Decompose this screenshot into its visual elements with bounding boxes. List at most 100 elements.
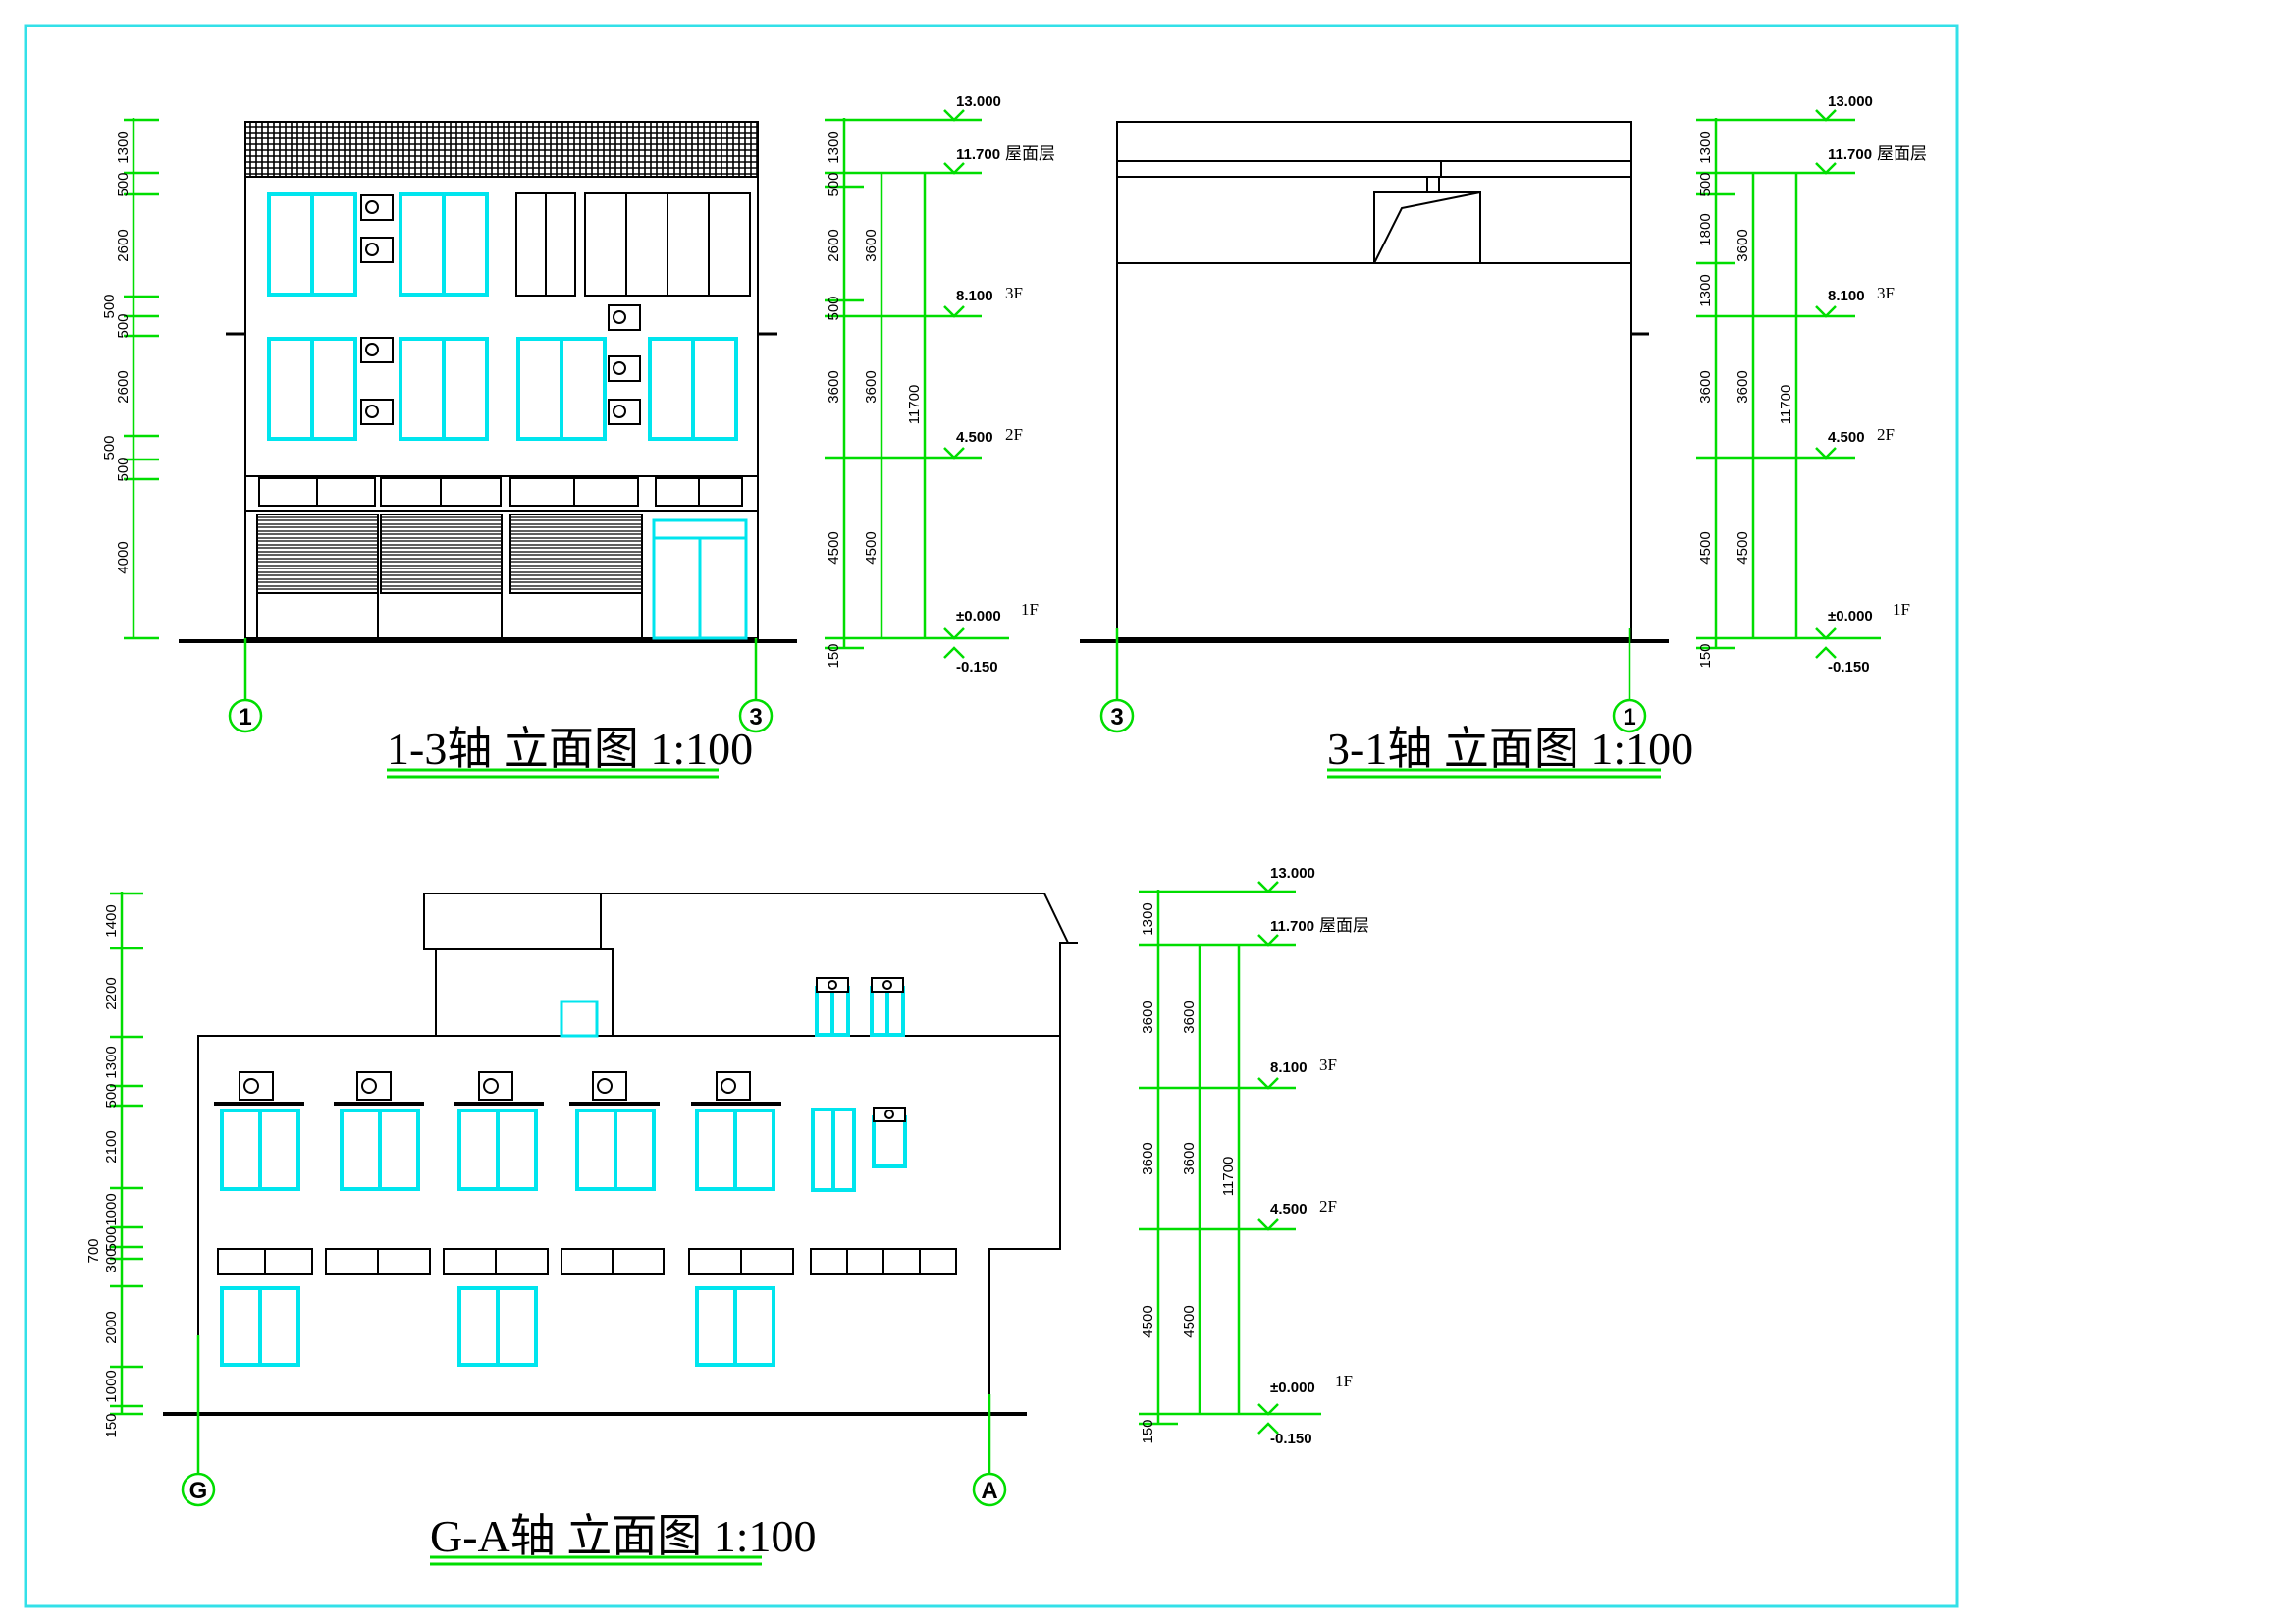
level-label: 屋面层 — [1319, 916, 1369, 935]
side-3f-windows — [220, 1109, 775, 1191]
level-label: 屋面层 — [1877, 144, 1927, 163]
sheet-frame — [24, 24, 1959, 1608]
dimension-value: 1300 — [1697, 274, 1714, 306]
dimension-value: 4500 — [863, 531, 880, 564]
level-label: 3F — [1005, 284, 1023, 302]
level-label: 屋面层 — [1005, 144, 1055, 163]
level-value: -0.150 — [1828, 659, 1870, 676]
level-value: 4.500 — [956, 429, 993, 446]
dimension-value: 4500 — [1735, 531, 1751, 564]
level-value: 13.000 — [1828, 93, 1873, 110]
side-axis-markers — [181, 1335, 1007, 1507]
side-left-dims: 1400 2200 1300 500 2100 1000 500 300 700… — [85, 904, 120, 1437]
dimension-value: 3600 — [1697, 370, 1714, 403]
level-value: ±0.000 — [1270, 1380, 1315, 1396]
back-level-labels: 13.000 11.700 屋面层 8.100 3F 4.500 2F ±0.0… — [1828, 93, 1927, 676]
dimension-value: 2000 — [103, 1311, 120, 1343]
level-value: 11.700 — [956, 146, 1000, 163]
dimension-value: 1300 — [1140, 902, 1156, 935]
dimension-value: 500 — [1697, 172, 1714, 196]
dimension-value: 2600 — [826, 229, 842, 261]
level-label: 1F — [1335, 1372, 1353, 1390]
dimension-value: 150 — [1697, 643, 1714, 668]
dimension-value: 1000 — [103, 1370, 120, 1402]
front-3f-windows — [267, 192, 489, 297]
dimension-value: 11700 — [906, 385, 923, 425]
back-elevation-title: 3-1轴 立面图 1:100 — [1327, 724, 1693, 774]
dimension-value: 3600 — [863, 370, 880, 403]
axis-label: G — [189, 1478, 208, 1504]
dimension-value: 150 — [826, 643, 842, 668]
dimension-value: 4500 — [1140, 1305, 1156, 1337]
level-value: 11.700 — [1828, 146, 1872, 163]
side-elevation: G A G-A轴 立面图 1:100 — [163, 893, 1078, 1566]
side-elevation-title: G-A轴 立面图 1:100 — [430, 1511, 817, 1561]
dimension-value: 1300 — [826, 131, 842, 163]
dimension-value: 500 — [115, 313, 132, 338]
level-label: 3F — [1877, 284, 1895, 302]
axis-label: 3 — [1110, 704, 1123, 731]
dimension-value: 500 — [103, 1226, 120, 1251]
front-shop-door — [652, 518, 748, 640]
level-value: 13.000 — [956, 93, 1001, 110]
dimension-value: 2600 — [115, 229, 132, 261]
dimension-value: 4500 — [1181, 1305, 1198, 1337]
level-value: 11.700 — [1270, 918, 1314, 935]
side-ac-units — [239, 1071, 751, 1101]
dimension-value: 500 — [101, 435, 118, 460]
dimension-value: 1400 — [103, 904, 120, 937]
dimension-value: 3600 — [863, 229, 880, 261]
level-label: 1F — [1021, 600, 1039, 619]
front-level-labels: 13.000 11.700 屋面层 8.100 3F 4.500 2F ±0.0… — [956, 93, 1055, 676]
back-stair-roof — [1373, 191, 1481, 264]
level-value: 8.100 — [1828, 288, 1865, 304]
dimension-value: 1800 — [1697, 213, 1714, 245]
dimension-value: 300 — [103, 1248, 120, 1272]
dimension-value: 3600 — [1140, 1001, 1156, 1033]
dimension-value: 3600 — [826, 370, 842, 403]
front-transom-windows — [258, 477, 743, 507]
dimension-value: 4000 — [115, 541, 132, 573]
back-parapet — [1116, 121, 1632, 162]
dimension-value: 2600 — [115, 370, 132, 403]
level-value: 4.500 — [1828, 429, 1865, 446]
side-stair-window — [560, 1000, 599, 1038]
level-value: 8.100 — [1270, 1059, 1308, 1076]
front-elevation-title: 1-3轴 立面图 1:100 — [387, 724, 753, 774]
dimension-value: 3600 — [1735, 229, 1751, 261]
axis-label: A — [981, 1478, 997, 1504]
dimension-value: 150 — [1140, 1419, 1156, 1443]
side-small-vents — [816, 977, 906, 1122]
dimension-value: 1300 — [1697, 131, 1714, 163]
dimension-value: 3600 — [1181, 1142, 1198, 1174]
axis-label: 3 — [749, 704, 762, 731]
back-facade — [1116, 160, 1632, 639]
front-rolling-shutters — [256, 514, 643, 638]
back-right-dims: 1300 500 1800 1300 3600 4500 150 3600 36… — [1697, 131, 1794, 668]
dimension-value: 500 — [115, 172, 132, 196]
front-3f-panels — [515, 192, 751, 297]
level-value: ±0.000 — [956, 608, 1001, 624]
dimension-value: 11700 — [1220, 1157, 1237, 1197]
dimension-value: 150 — [103, 1413, 120, 1437]
side-level-labels: 13.000 11.700 屋面层 8.100 3F 4.500 2F ±0.0… — [1270, 865, 1369, 1447]
dimension-value: 500 — [101, 294, 118, 318]
axis-label: 1 — [239, 704, 251, 731]
dimension-value: 4500 — [826, 531, 842, 564]
level-markers — [943, 109, 1837, 1435]
dimension-value: 3600 — [1735, 370, 1751, 403]
dimension-value: 1300 — [115, 131, 132, 163]
dimension-value: 500 — [826, 296, 842, 320]
front-2f-windows — [267, 337, 738, 441]
dimension-value: 1300 — [103, 1046, 120, 1078]
level-label: 2F — [1005, 425, 1023, 444]
level-value: -0.150 — [1270, 1431, 1312, 1447]
dimension-value: 3600 — [1140, 1142, 1156, 1174]
front-elevation: 1 3 1-3轴 立面图 1:100 — [179, 121, 797, 779]
front-right-dims: 1300 500 2600 500 3600 4500 150 3600 360… — [826, 131, 923, 668]
dimension-value: 2100 — [103, 1130, 120, 1163]
side-transom-windows — [217, 1248, 957, 1275]
side-right-dims: 1300 3600 3600 4500 150 3600 3600 4500 1… — [1140, 902, 1237, 1443]
